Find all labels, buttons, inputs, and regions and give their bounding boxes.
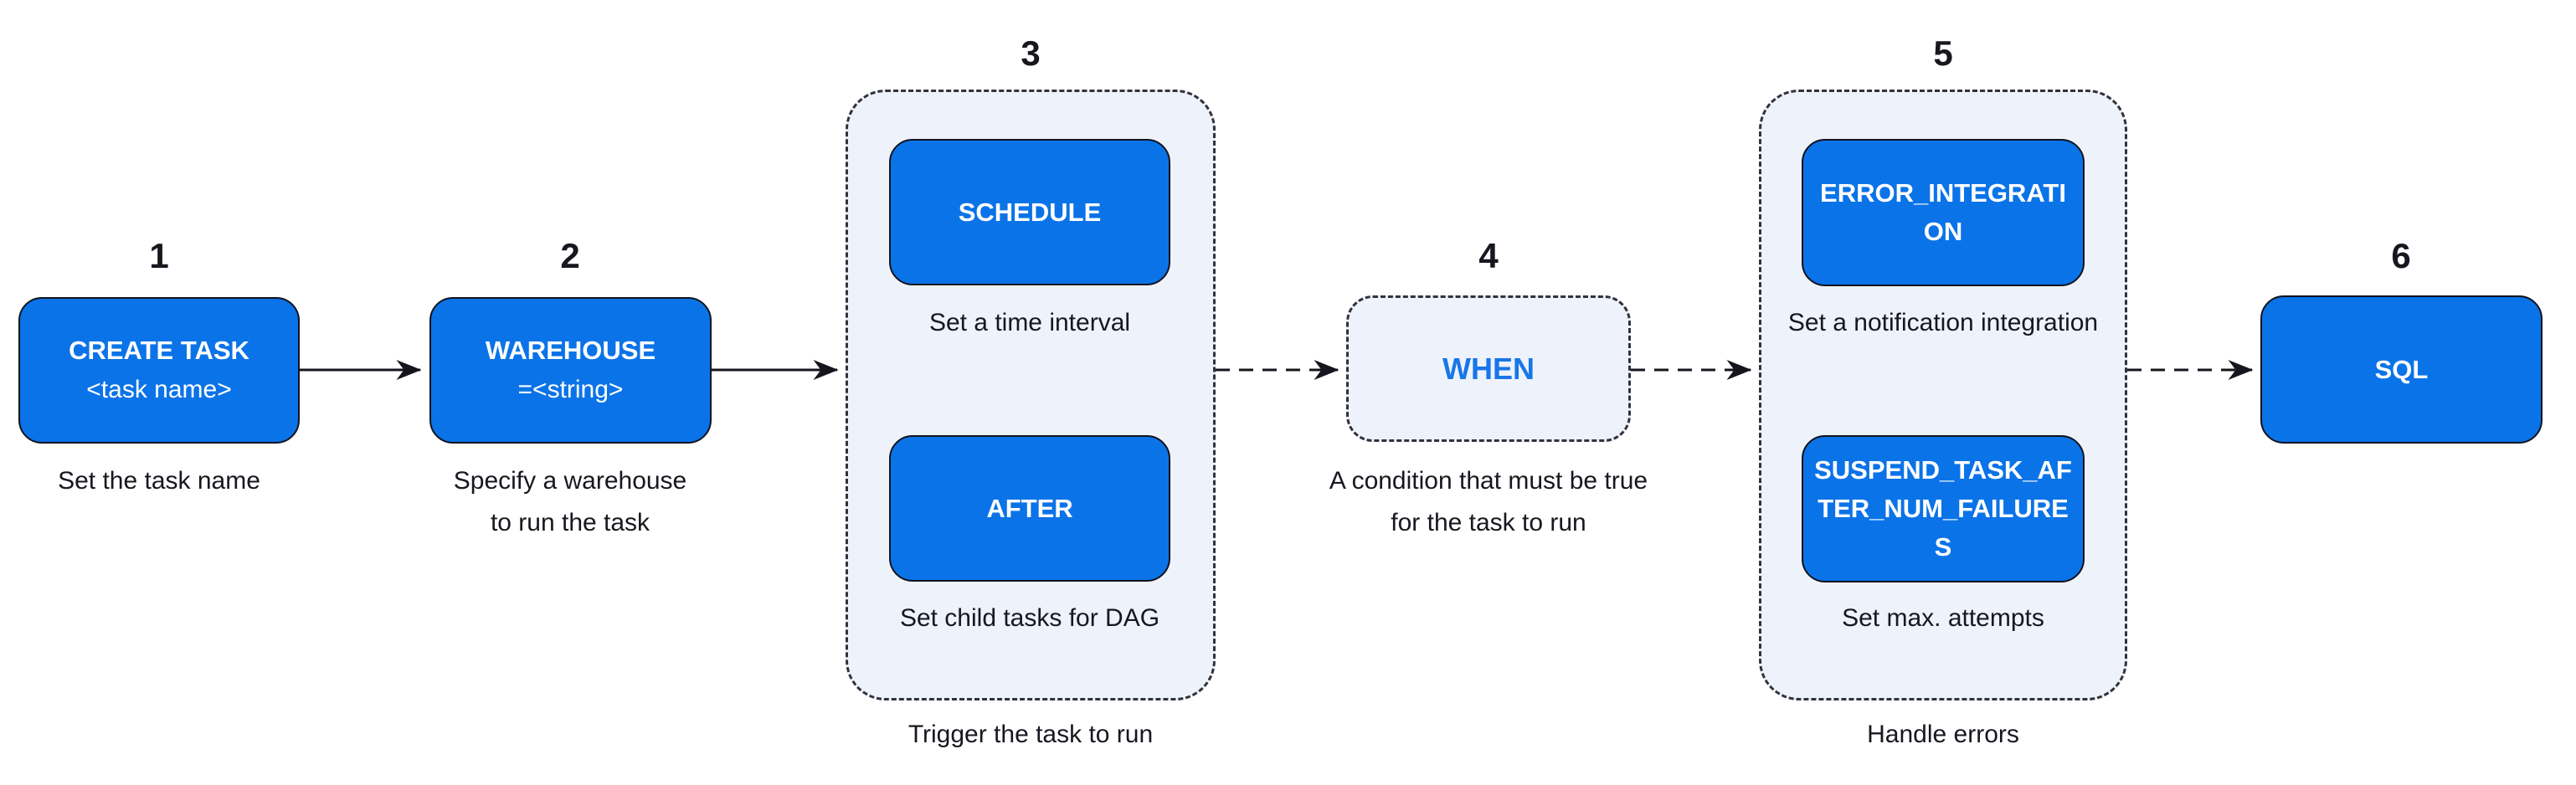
step-4-number: 4 <box>1478 236 1499 275</box>
node-when-label: WHEN <box>1442 351 1535 386</box>
node-schedule-label: SCHEDULE <box>958 197 1102 227</box>
step-5-number: 5 <box>1933 33 1953 73</box>
node-create-task-label: CREATE TASK <box>69 335 249 365</box>
node-sql-label: SQL <box>2374 354 2429 384</box>
node-warehouse: WAREHOUSE =<string> <box>429 297 712 444</box>
node-schedule: SCHEDULE <box>889 139 1170 285</box>
node-after-label: AFTER <box>986 493 1073 523</box>
node-warehouse-sublabel: =<string> <box>517 375 624 403</box>
step-1-number: 1 <box>149 236 169 275</box>
node-when: WHEN <box>1346 295 1631 442</box>
node-warehouse-label: WAREHOUSE <box>485 335 656 365</box>
step-2-number: 2 <box>560 236 580 275</box>
step-3-number: 3 <box>1021 33 1041 73</box>
node-create-task-sublabel: <task name> <box>86 375 232 403</box>
caption-error-group: Handle errors <box>1867 721 2019 748</box>
caption-when: A condition that must be true for the ta… <box>1329 467 1648 536</box>
caption-after: Set child tasks for DAG <box>899 604 1160 632</box>
step-6-number: 6 <box>2391 236 2411 275</box>
caption-error-integration: Set a notification integration <box>1787 309 2099 336</box>
node-suspend-task-label: SUSPEND_TASK_AFTER_NUM_FAILURES <box>1814 455 2072 562</box>
node-suspend-task: SUSPEND_TASK_AFTER_NUM_FAILURES <box>1802 435 2085 582</box>
node-create-task: CREATE TASK <task name> <box>18 297 300 444</box>
node-sql: SQL <box>2260 295 2543 444</box>
caption-trigger-group: Trigger the task to run <box>908 721 1154 748</box>
caption-warehouse: Specify a warehouse to run the task <box>453 467 687 536</box>
caption-suspend-task: Set max. attempts <box>1842 604 2044 632</box>
caption-create-task: Set the task name <box>58 467 260 495</box>
node-after: AFTER <box>889 435 1170 582</box>
node-error-integration-label: ERROR_INTEGRATION <box>1820 178 2066 246</box>
node-error-integration: ERROR_INTEGRATION <box>1802 139 2085 286</box>
caption-schedule: Set a time interval <box>928 309 1131 336</box>
